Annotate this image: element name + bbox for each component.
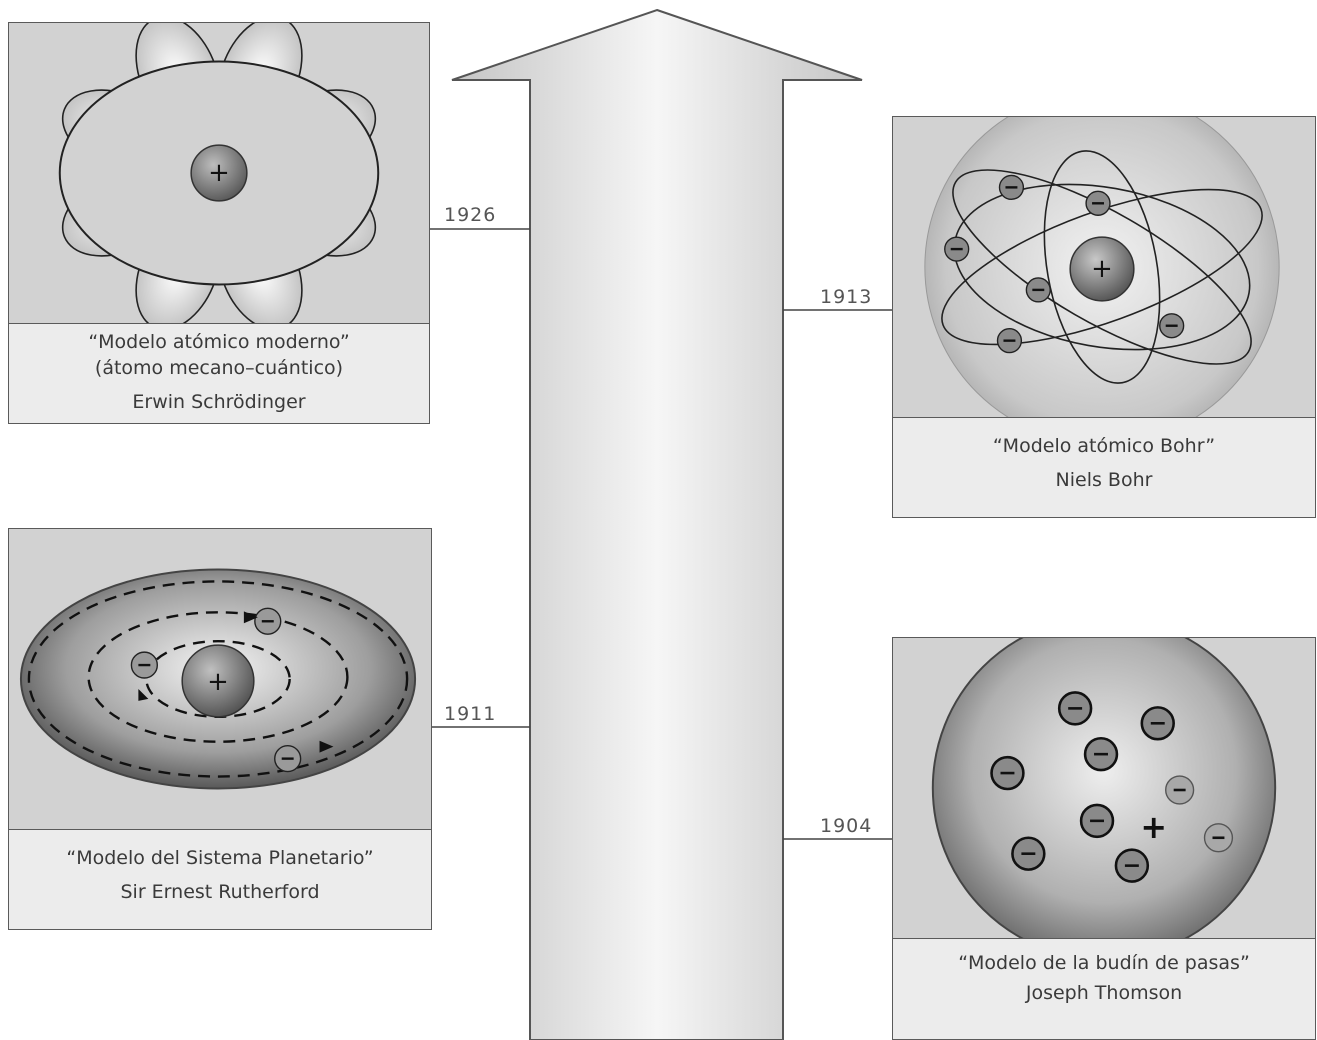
model-title-schrodinger: “Modelo atómico moderno” bbox=[9, 323, 429, 355]
proton-symbol: + bbox=[207, 667, 229, 697]
model-card-bohr: + “Modelo atómico Bohr” Niels Bohr bbox=[892, 116, 1316, 518]
year-label-1913: 1913 bbox=[820, 286, 872, 308]
year-label-1926: 1926 bbox=[444, 204, 496, 226]
model-author-rutherford: Sir Ernest Rutherford bbox=[9, 879, 431, 905]
model-author-thomson: Joseph Thomson bbox=[893, 980, 1315, 1006]
year-label-1911: 1911 bbox=[444, 703, 496, 725]
model-author-bohr: Niels Bohr bbox=[893, 467, 1315, 493]
model-card-rutherford: + “Modelo del Sistema Planetario” Sir Er… bbox=[8, 528, 432, 930]
model-title-thomson: “Modelo de la budín de pasas” bbox=[893, 938, 1315, 976]
bohr-atom-icon: + bbox=[893, 117, 1315, 418]
quantum-orbital-icon: + bbox=[9, 23, 429, 324]
planetary-atom-icon: + bbox=[9, 529, 431, 830]
model-subtitle-schrodinger: (átomo mecano–cuántico) bbox=[9, 355, 429, 381]
year-label-1904: 1904 bbox=[820, 815, 872, 837]
model-card-schrodinger: + “Modelo atómico moderno” (átomo mecano… bbox=[8, 22, 430, 424]
proton-symbol: + bbox=[1091, 254, 1113, 284]
model-title-bohr: “Modelo atómico Bohr” bbox=[893, 417, 1315, 459]
model-card-thomson: + “Modelo de la budín de pasas” Joseph T… bbox=[892, 637, 1316, 1040]
plum-pudding-icon: + bbox=[893, 638, 1315, 939]
proton-symbol: + bbox=[208, 158, 230, 188]
timeline-arrow-shape bbox=[452, 10, 862, 1040]
model-author-schrodinger: Erwin Schrödinger bbox=[9, 389, 429, 415]
proton-symbol: + bbox=[1140, 808, 1167, 846]
model-title-rutherford: “Modelo del Sistema Planetario” bbox=[9, 829, 431, 871]
